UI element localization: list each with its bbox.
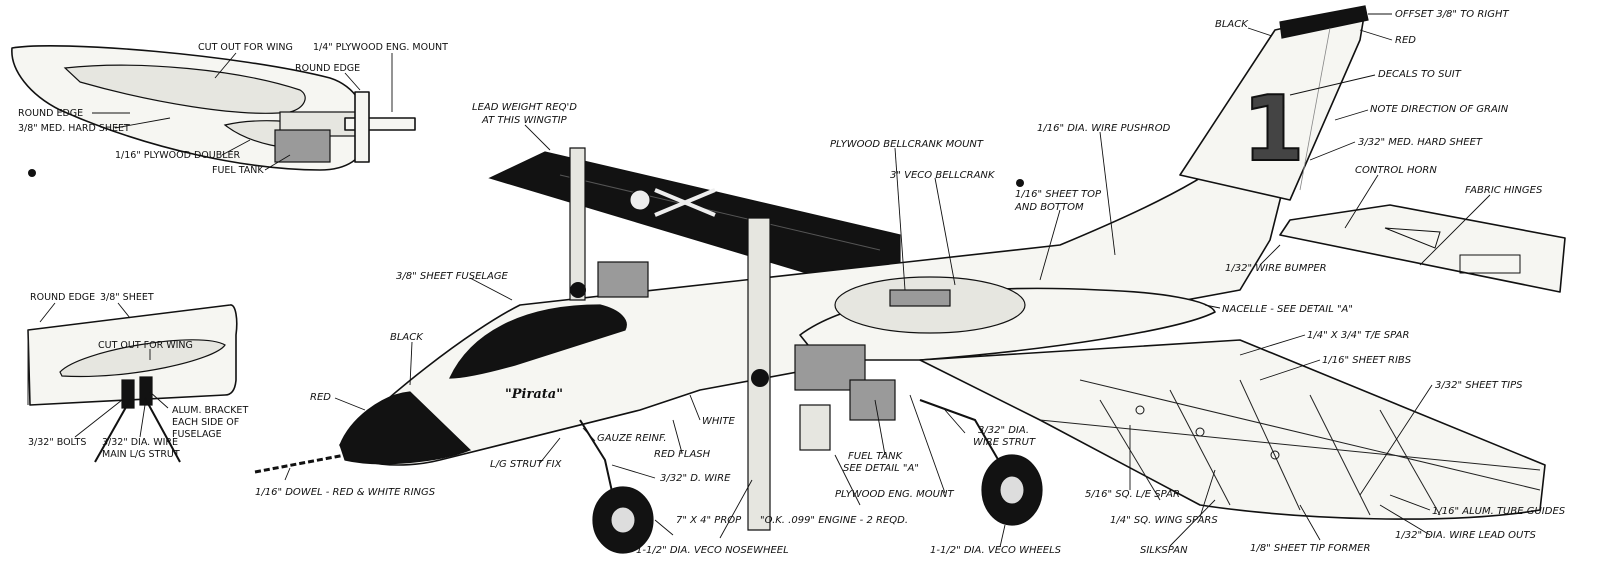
label-white: WHITE — [702, 416, 735, 427]
label-tip-former: 1/8" SHEET TIP FORMER — [1250, 543, 1370, 554]
fuselage-top-leaders — [92, 52, 393, 171]
label-fuel-tank-top: FUEL TANK — [212, 165, 264, 176]
label-wire-bumper: 1/32" WIRE BUMPER — [1225, 263, 1327, 274]
canopy — [449, 304, 627, 379]
fuselage-body — [339, 149, 1291, 466]
label-gauze-reinf: GAUZE REINF. — [597, 433, 667, 444]
near-wing — [919, 339, 1546, 520]
nose — [339, 391, 472, 465]
nosewheel — [592, 486, 654, 554]
label-sheet-fuselage: 3/8" SHEET FUSELAGE — [396, 271, 509, 282]
label-fuselage: FUSELAGE — [172, 429, 222, 440]
tail-number: 1 — [1242, 77, 1305, 182]
label-plywood-eng-mount-top: 1/4" PLYWOOD ENG. MOUNT — [313, 42, 448, 53]
label-red-flash: RED FLASH — [654, 449, 711, 460]
label-veco-wheels: 1-1/2" DIA. VECO WHEELS — [930, 545, 1062, 556]
bellcrank — [889, 289, 951, 307]
label-red-nose: RED — [310, 392, 331, 403]
label-offset: OFFSET 3/8" TO RIGHT — [1395, 9, 1510, 20]
vertical-fin — [1179, 9, 1366, 201]
engine-cylinder — [799, 404, 831, 451]
fuselage-side-detail — [27, 304, 238, 463]
label-and-bottom: AND BOTTOM — [1014, 202, 1084, 213]
label-cut-out-for-wing-side: CUT OUT FOR WING — [98, 340, 193, 351]
label-tube-guides: 1/16" ALUM. TUBE GUIDES — [1432, 506, 1566, 517]
label-l-g-strut-fix: L/G STRUT FIX — [490, 459, 563, 470]
label-nosewheel: 1-1/2" DIA. VECO NOSEWHEEL — [636, 545, 789, 556]
main-leaders — [284, 13, 1491, 548]
dowel — [254, 453, 346, 474]
skull-icon — [629, 189, 651, 211]
fuselage-name: "Pirata" — [505, 387, 563, 402]
label-wire-strut-2: WIRE STRUT — [973, 437, 1036, 448]
label-sheet-top: 1/16" SHEET TOP — [1015, 189, 1102, 200]
label-plywood-eng-mount: PLYWOOD ENG. MOUNT — [835, 489, 954, 500]
label-d-wire: 3/32" D. WIRE — [660, 473, 731, 484]
label-red-fin: RED — [1395, 35, 1416, 46]
label-wire-l-g-strut-line2: MAIN L/G STRUT — [102, 449, 180, 460]
fuselage-side-leaders — [39, 302, 169, 438]
label-wire-strut-1: 3/32" DIA. — [978, 425, 1029, 436]
label-med-hard-sheet-top: 3/8" MED. HARD SHEET — [18, 123, 130, 134]
label-silkspan: SILKSPAN — [1140, 545, 1188, 556]
main-wheel — [981, 454, 1043, 526]
label-dowel: 1/16" DOWEL - RED & WHITE RINGS — [255, 487, 436, 498]
label-decals: DECALS TO SUIT — [1378, 69, 1462, 80]
label-wing-spars: 1/4" SQ. WING SPARS — [1110, 515, 1218, 526]
label-fabric-hinges: FABRIC HINGES — [1465, 185, 1543, 196]
ink-spot-2 — [1016, 179, 1024, 187]
label-plywood-doubler: 1/16" PLYWOOD DOUBLER — [115, 150, 241, 161]
label-round-edge-top-right: ROUND EDGE — [295, 63, 360, 74]
label-grain: NOTE DIRECTION OF GRAIN — [1370, 104, 1509, 115]
prop-rear — [569, 147, 586, 301]
label-each-side-of: EACH SIDE OF — [172, 417, 239, 428]
fuel-tank — [849, 379, 896, 421]
label-round-edge-top-left: ROUND EDGE — [18, 108, 83, 119]
label-wire-l-g-strut-line1: 3/32" DIA. WIRE — [102, 437, 178, 448]
label-nacelle: NACELLE - SEE DETAIL "A" — [1222, 304, 1353, 315]
label-alum-bracket: ALUM. BRACKET — [172, 405, 248, 416]
main-airplane: 1 "Pirata" — [254, 5, 1566, 554]
label-le-spar: 5/16" SQ. L/E SPAR — [1085, 489, 1180, 500]
label-lead-weight-1: LEAD WEIGHT REQ'D — [472, 102, 577, 113]
label-engine: "O.K. .099" ENGINE - 2 REQD. — [760, 515, 908, 526]
engine-rear — [597, 261, 649, 298]
label-black-nose: BLACK — [390, 332, 424, 343]
ink-spot — [28, 169, 36, 177]
far-wing — [488, 151, 901, 281]
label-lead-outs: 1/32" DIA. WIRE LEAD OUTS — [1395, 530, 1536, 541]
label-bellcrank-mount: PLYWOOD BELLCRANK MOUNT — [830, 139, 984, 150]
label-pushrod: 1/16" DIA. WIRE PUSHROD — [1037, 123, 1171, 134]
label-control-horn: CONTROL HORN — [1355, 165, 1437, 176]
label-veco-bellcrank: 3" VECO BELLCRANK — [890, 170, 996, 181]
stabilizer — [1279, 204, 1566, 293]
label-sheet-side: 3/8" SHEET — [100, 292, 154, 303]
fuselage-top-detail — [11, 45, 416, 171]
label-prop: 7" X 4" PROP — [676, 515, 742, 526]
label-lead-weight-2: AT THIS WINGTIP — [481, 115, 568, 126]
label-round-edge-side: ROUND EDGE — [30, 292, 95, 303]
label-cut-out-for-wing-top: CUT OUT FOR WING — [198, 42, 293, 53]
label-med-hard-sheet: 3/32" MED. HARD SHEET — [1358, 137, 1483, 148]
label-black-fin: BLACK — [1215, 19, 1249, 30]
label-fuel-tank-main: FUEL TANK — [848, 451, 904, 462]
label-sheet-ribs: 1/16" SHEET RIBS — [1322, 355, 1412, 366]
label-bolts: 3/32" BOLTS — [28, 437, 86, 448]
label-see-detail-a: SEE DETAIL "A" — [843, 463, 919, 474]
label-sheet-tips: 3/32" SHEET TIPS — [1435, 380, 1523, 391]
label-te-spar: 1/4" X 3/4" T/E SPAR — [1307, 330, 1409, 341]
